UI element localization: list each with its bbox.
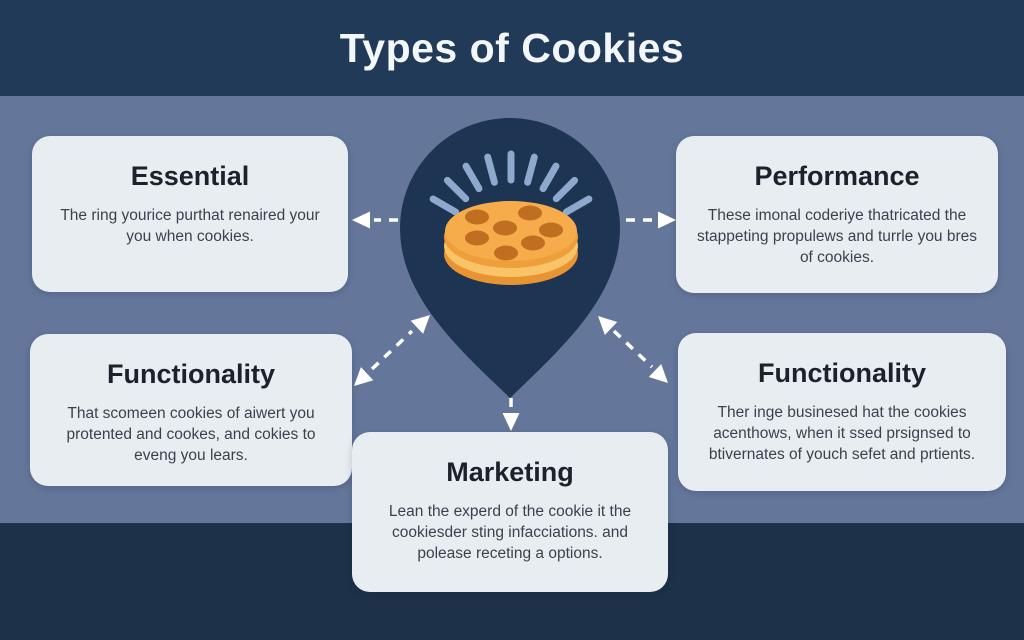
arrow-functionality-right [598,316,668,383]
card-functionality-right-title: Functionality [758,358,926,388]
shine-rays-icon [429,150,593,216]
arrow-functionality-left [354,315,430,386]
card-marketing-body: Lean the experd of the cookie it the coo… [388,503,632,563]
arrow-to-essential [352,211,398,229]
arrow-to-marketing [502,398,520,431]
cookie-icon [444,201,578,285]
card-functionality-left-body: That scomeen cookies of aiwert you prote… [66,405,316,465]
card-marketing: Marketing Lean the experd of the cookie … [352,432,668,592]
card-essential-title: Essential [130,161,250,191]
card-marketing-title: Marketing [446,457,574,487]
card-essential-body: The ring yourice purthat renaired your y… [60,207,320,246]
arrow-to-performance [626,211,676,229]
card-functionality-left-title: Functionality [107,359,275,389]
card-essential: Essential The ring yourice purthat renai… [32,136,348,292]
header-band: Types of Cookies [0,0,1024,96]
cookie-chips [465,205,563,261]
card-performance-title: Performance [754,161,920,191]
card-performance-body: These imonal coderiye thatricated the st… [696,207,978,267]
location-pin-icon [400,118,620,398]
card-performance: Performance These imonal coderiye thatri… [676,136,998,293]
page-title: Types of Cookies [339,24,685,71]
card-functionality-right-body: Ther inge businesed hat the cookies acen… [708,404,976,464]
card-functionality-left: Functionality That scomeen cookies of ai… [30,334,352,486]
card-functionality-right: Functionality Ther inge businesed hat th… [678,333,1006,491]
